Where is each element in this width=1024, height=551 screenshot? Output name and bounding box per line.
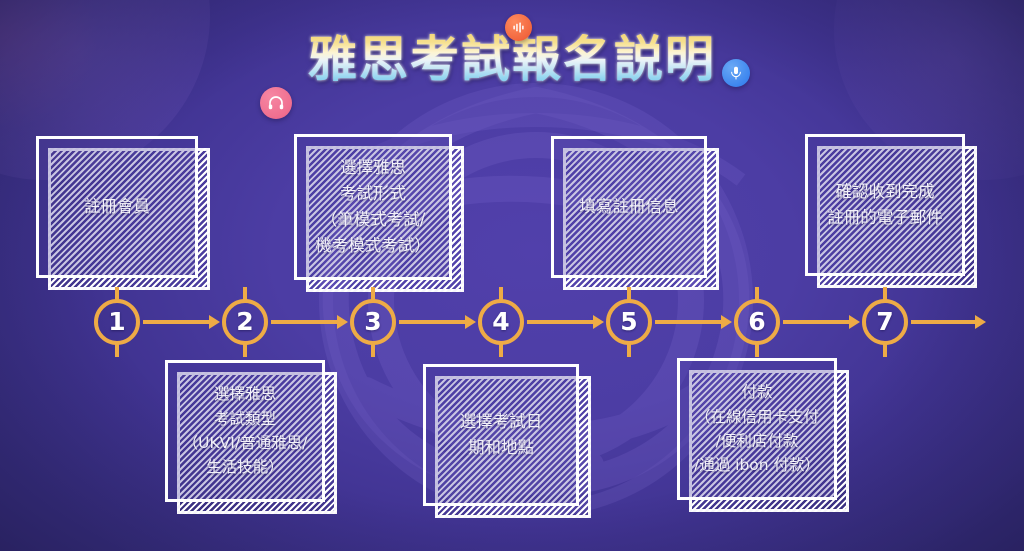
step-card-frame: 選擇雅思 考試類型 （UKVI/普通雅思/ 生活技能）: [165, 360, 325, 502]
headphones-icon: [260, 87, 292, 119]
step-card-hatched-shadow: [689, 370, 849, 512]
step-card-hatched-shadow: [563, 148, 719, 290]
step-card-6: 付款 （在線信用卡支付 /便利店付款 /通過 ibon 付款）: [677, 358, 849, 512]
step-card-hatched-shadow: [48, 148, 210, 290]
step-card-label: 確認收到完成 註冊的電子郵件: [827, 181, 943, 227]
step-card-hatched-shadow: [177, 372, 337, 514]
step-card-hatched-shadow: [306, 146, 464, 292]
step-card-3: 選擇雅思 考試形式 （筆模式考試/ 機考模式考試）: [294, 134, 464, 292]
step-card-hatched-shadow: [435, 376, 591, 518]
step-card-label: 填寫註冊信息: [579, 196, 679, 216]
step-card-7: 確認收到完成 註冊的電子郵件: [805, 134, 977, 288]
step-card-frame: 註冊會員: [36, 136, 198, 278]
step-card-frame: 選擇考試日 期和地點: [423, 364, 579, 506]
step-card-frame: 確認收到完成 註冊的電子郵件: [805, 134, 965, 276]
microphone-icon: [722, 59, 750, 87]
sound-wave-icon: [505, 14, 532, 41]
step-card-hatched-shadow: [817, 146, 977, 288]
step-card-label: 選擇雅思 考試形式 （筆模式考試/ 機考模式考試）: [315, 157, 431, 256]
step-card-frame: 填寫註冊信息: [551, 136, 707, 278]
step-card-label: 註冊會員: [84, 196, 150, 216]
step-card-5: 填寫註冊信息: [551, 136, 719, 290]
step-card-label: 選擇考試日 期和地點: [459, 411, 543, 457]
step-card-label: 付款 （在線信用卡支付 /便利店付款 /通過 ibon 付款）: [693, 383, 821, 475]
step-card-4: 選擇考試日 期和地點: [423, 364, 591, 518]
step-card-1: 註冊會員: [36, 136, 210, 290]
step-card-frame: 付款 （在線信用卡支付 /便利店付款 /通過 ibon 付款）: [677, 358, 837, 500]
step-card-frame: 選擇雅思 考試形式 （筆模式考試/ 機考模式考試）: [294, 134, 452, 280]
step-card-label: 選擇雅思 考試類型 （UKVI/普通雅思/ 生活技能）: [182, 385, 308, 477]
step-card-2: 選擇雅思 考試類型 （UKVI/普通雅思/ 生活技能）: [165, 360, 337, 514]
